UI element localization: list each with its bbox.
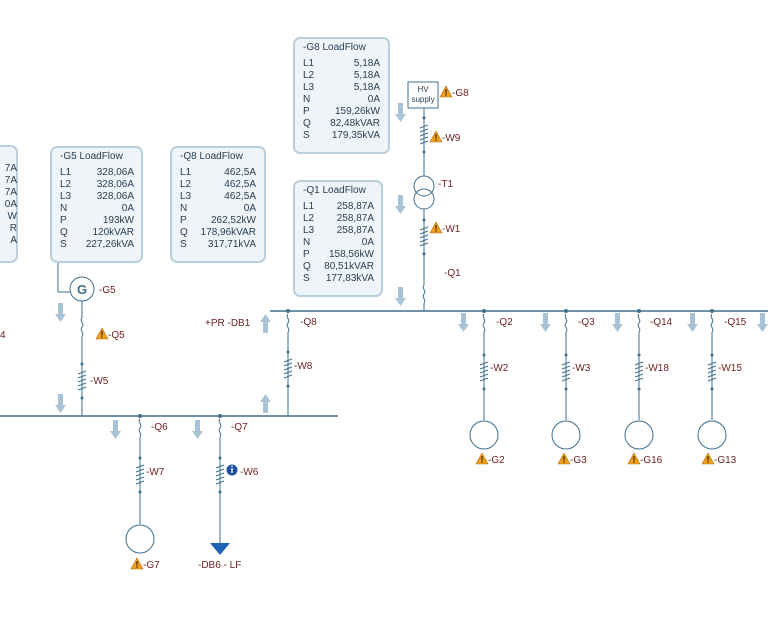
cable-icon — [135, 456, 145, 494]
cable-icon — [707, 353, 717, 391]
power-flow-arrow-icon — [260, 394, 271, 413]
warning-icon — [557, 452, 571, 465]
warning-icon — [130, 557, 144, 570]
loadflow-title: -Q1 LoadFlow — [303, 185, 366, 196]
label-w7: -W7 — [146, 467, 165, 478]
warning-icon — [627, 452, 641, 465]
breaker-icon[interactable] — [218, 418, 222, 438]
cable-icon — [77, 362, 87, 400]
generator-icon[interactable] — [624, 420, 654, 450]
power-flow-arrow-icon — [395, 287, 406, 306]
power-flow-arrow-icon — [687, 313, 698, 332]
label-w2: -W2 — [490, 363, 509, 374]
cable-icon — [419, 116, 429, 154]
label-w9: -W9 — [442, 133, 461, 144]
power-flow-arrow-icon — [458, 313, 469, 332]
power-flow-arrow-icon — [192, 420, 203, 439]
info-icon[interactable] — [226, 464, 238, 476]
warning-icon — [95, 327, 109, 340]
cable-icon — [283, 350, 293, 388]
power-flow-arrow-icon — [395, 195, 406, 214]
label-q3: -Q3 — [578, 317, 595, 328]
warning-icon — [429, 221, 443, 234]
label-w6: -W6 — [240, 467, 259, 478]
label-w15: -W15 — [718, 363, 742, 374]
power-flow-arrow-icon — [540, 313, 551, 332]
transformer-icon[interactable] — [413, 175, 435, 210]
hv-supply-line2: supply — [411, 95, 434, 104]
label-w8: -W8 — [294, 361, 313, 372]
label-g7: -G7 — [143, 560, 160, 571]
label-g13: -G13 — [714, 455, 737, 466]
label-g3: -G3 — [570, 455, 587, 466]
breaker-icon[interactable] — [286, 313, 290, 333]
breaker-icon[interactable] — [80, 317, 84, 337]
generator-icon[interactable] — [125, 524, 155, 554]
loadflow-title: -G5 LoadFlow — [60, 151, 123, 162]
breaker-icon[interactable] — [710, 313, 714, 333]
load-arrow-icon[interactable] — [210, 543, 230, 555]
power-flow-arrow-icon — [757, 313, 768, 332]
label-w18: -W18 — [645, 363, 669, 374]
label-w5: -W5 — [90, 376, 109, 387]
label-q4-cut: 4 — [0, 330, 6, 341]
cable-icon — [419, 218, 429, 256]
power-flow-arrow-icon — [110, 420, 121, 439]
breaker-icon[interactable] — [482, 313, 486, 333]
breaker-icon[interactable] — [422, 284, 426, 304]
hv-supply-line1: HV — [417, 85, 429, 94]
loadflow-title: -Q8 LoadFlow — [180, 151, 243, 162]
label-g8: -G8 — [452, 88, 469, 99]
label-w3: -W3 — [572, 363, 591, 374]
cable-icon — [561, 353, 571, 391]
loadflow-box-cut[interactable]: 7A 7A 7A 0A W R A — [0, 145, 18, 263]
label-db6: -DB6 - LF — [198, 560, 241, 571]
power-flow-arrow-icon — [395, 103, 406, 122]
label-q6: -Q6 — [151, 422, 168, 433]
loadflow-title: -G8 LoadFlow — [303, 42, 366, 53]
label-g16: -G16 — [640, 455, 663, 466]
cable-icon — [634, 353, 644, 391]
label-q14: -Q14 — [650, 317, 673, 328]
label-pr-db1: +PR -DB1 — [205, 318, 251, 329]
label-q7: -Q7 — [231, 422, 248, 433]
breaker-icon[interactable] — [637, 313, 641, 333]
power-flow-arrow-icon — [55, 394, 66, 413]
generator-icon[interactable] — [551, 420, 581, 450]
breaker-icon[interactable] — [138, 418, 142, 438]
warning-icon — [475, 452, 489, 465]
generator-symbol: G — [77, 282, 87, 297]
warning-icon — [439, 85, 453, 98]
cable-icon — [479, 353, 489, 391]
power-flow-arrow-icon — [260, 314, 271, 333]
power-flow-arrow-icon — [612, 313, 623, 332]
warning-icon — [429, 130, 443, 143]
label-g5: -G5 — [99, 285, 116, 296]
label-q15: -Q15 — [724, 317, 747, 328]
label-q8: -Q8 — [300, 317, 317, 328]
warning-icon — [701, 452, 715, 465]
generator-icon[interactable] — [469, 420, 499, 450]
power-flow-arrow-icon — [55, 303, 66, 322]
generator-icon[interactable] — [697, 420, 727, 450]
cable-icon — [215, 456, 225, 494]
label-q2: -Q2 — [496, 317, 513, 328]
label-g2: -G2 — [488, 455, 505, 466]
label-w1: -W1 — [442, 224, 461, 235]
hv-supply-block[interactable] — [407, 81, 439, 109]
label-q5: -Q5 — [108, 330, 125, 341]
label-q1: -Q1 — [444, 268, 461, 279]
breaker-icon[interactable] — [564, 313, 568, 333]
label-t1: -T1 — [438, 179, 453, 190]
